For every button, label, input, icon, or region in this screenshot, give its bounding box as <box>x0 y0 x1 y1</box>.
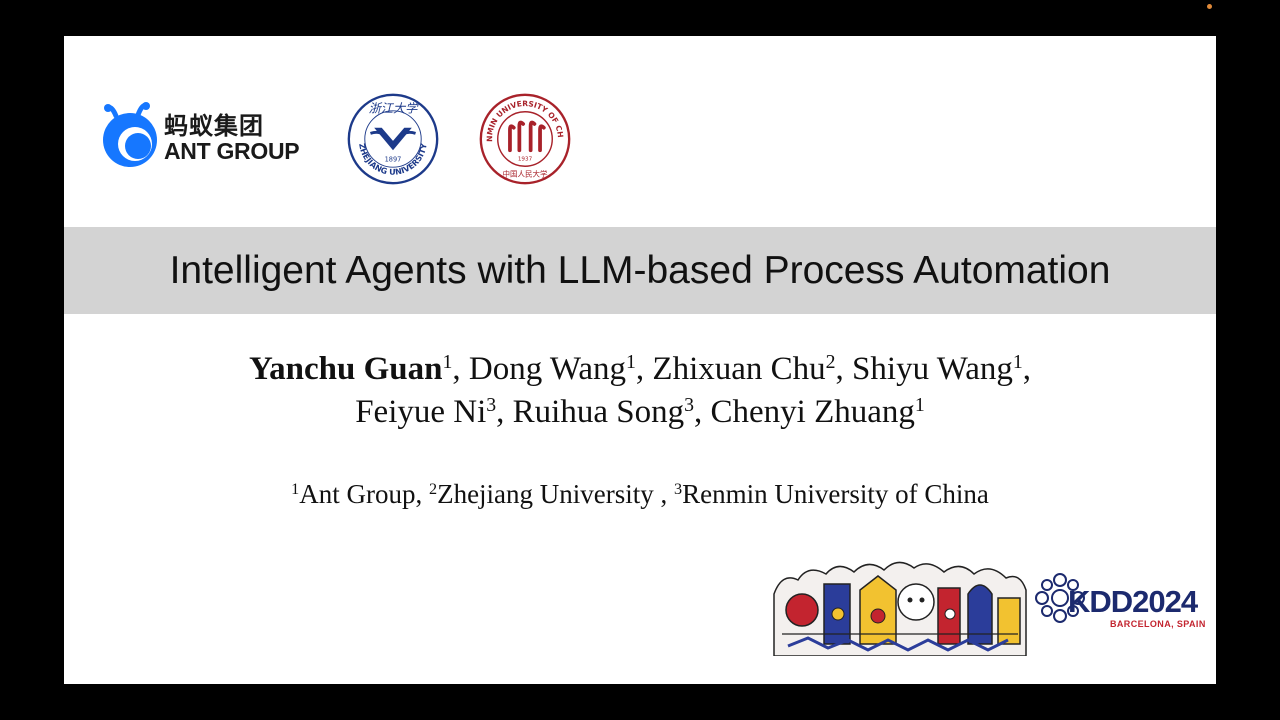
affiliation-number: 1 <box>291 480 300 499</box>
author-affiliation-mark: 1 <box>442 351 453 374</box>
author-affiliation-mark: 3 <box>486 394 497 417</box>
author-name: Shiyu Wang <box>852 351 1013 387</box>
ruc-emblem-icon <box>508 120 546 153</box>
author-affiliation-mark: 1 <box>914 394 925 417</box>
affiliation-list: 1Ant Group, 2Zhejiang University , 3Renm… <box>291 479 989 509</box>
kdd-barcelona-illustration <box>768 561 1030 656</box>
ruc-year: 1937 <box>518 157 533 163</box>
affiliation-number: 2 <box>428 480 438 499</box>
author-affiliation-mark: 1 <box>626 351 636 374</box>
affiliation-name: Zhejiang University <box>437 479 654 509</box>
author-line-1: Yanchu Guan1, Dong Wang1, Zhixuan Chu2, … <box>248 351 1032 387</box>
author-affiliation-mark: 3 <box>684 394 694 417</box>
ant-group-name-en: ANT GROUP <box>164 138 300 164</box>
renmin-university-seal: RENMIN UNIVERSITY OF CHINA 1937 中国人民大学 <box>478 92 571 185</box>
title-band: Intelligent Agents with LLM-based Proces… <box>64 227 1216 314</box>
slide: 蚂蚁集团 ANT GROUP 浙江大学 1897 ZHEJIANG UNIVER… <box>64 36 1216 684</box>
recording-indicator <box>1207 4 1212 9</box>
ant-group-name-cn: 蚂蚁集团 <box>164 112 264 140</box>
kdd-conference-name: KDD2024 <box>1068 584 1198 619</box>
zju-chinese-name: 浙江大学 <box>369 102 420 116</box>
author-affiliation-mark: 1 <box>1012 351 1023 374</box>
author-name: Yanchu Guan <box>248 351 443 387</box>
author-name: Ruihua Song <box>512 394 685 430</box>
author-name: Chenyi Zhuang <box>710 394 915 430</box>
affiliation-name: Renmin University of China <box>682 479 989 509</box>
author-affiliation-mark: 2 <box>825 351 836 374</box>
ruc-chinese-name: 中国人民大学 <box>502 169 548 179</box>
ant-group-logo: 蚂蚁集团 ANT GROUP <box>102 102 312 174</box>
ant-mascot-icon <box>103 102 157 167</box>
zhejiang-university-seal: 浙江大学 1897 ZHEJIANG UNIVERSITY <box>347 93 439 185</box>
kdd-flower-icon <box>1035 573 1085 623</box>
kdd-conference-location: BARCELONA, SPAIN <box>1110 619 1206 629</box>
logo-row: 蚂蚁集团 ANT GROUP 浙江大学 1897 ZHEJIANG UNIVER… <box>64 36 1216 226</box>
presentation-title: Intelligent Agents with LLM-based Proces… <box>169 248 1111 292</box>
author-list: Yanchu Guan1, Dong Wang1, Zhixuan Chu2, … <box>64 348 1216 434</box>
author-line-2: Feiyue Ni3, Ruihua Song3, Chenyi Zhuang1 <box>355 394 925 430</box>
zju-year: 1897 <box>385 156 402 164</box>
author-name: Dong Wang <box>468 351 627 387</box>
affiliation-number: 3 <box>674 480 683 499</box>
author-name: Zhixuan Chu <box>652 351 826 387</box>
author-name: Feiyue Ni <box>355 394 487 430</box>
affiliation-name: Ant Group <box>299 479 416 509</box>
